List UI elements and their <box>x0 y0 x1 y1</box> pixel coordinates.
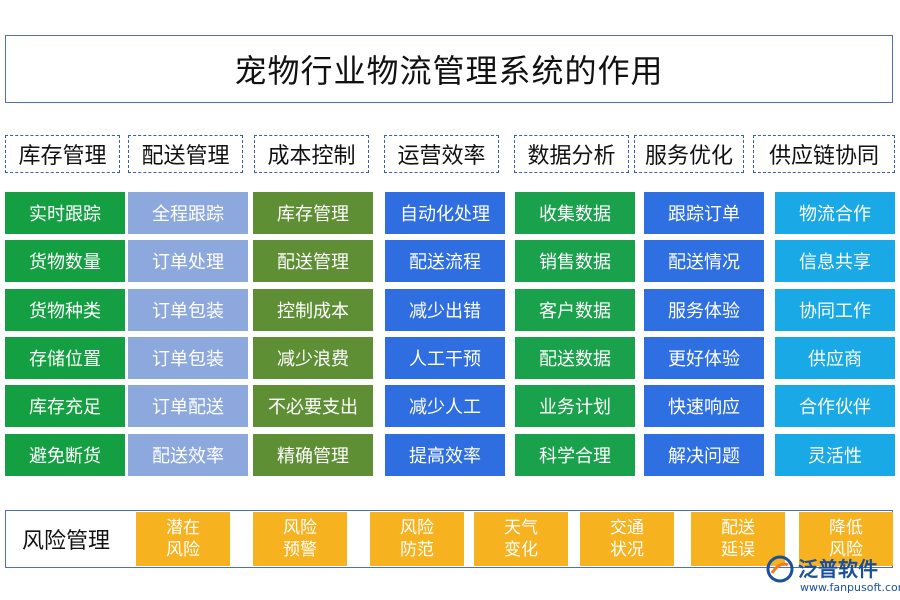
risk-item: 天气 变化 <box>474 512 568 566</box>
logo-name: 泛普软件 <box>798 557 878 581</box>
category-item: 配送效率 <box>128 434 248 476</box>
category-item: 解决问题 <box>644 434 764 476</box>
brand-logo: 泛普软件 www.fanpusoft.com <box>766 551 900 597</box>
category-item: 物流合作 <box>775 192 895 234</box>
category-item: 控制成本 <box>253 289 373 331</box>
category-item: 配送情况 <box>644 240 764 282</box>
category-item: 精确管理 <box>253 434 373 476</box>
logo-mark-icon <box>766 555 794 583</box>
category-item: 订单处理 <box>128 240 248 282</box>
logo-url: www.fanpusoft.com <box>800 581 900 594</box>
risk-item: 交通 状况 <box>580 512 674 566</box>
column-header: 库存管理 <box>5 135 120 173</box>
risk-item: 风险 预警 <box>253 512 347 566</box>
category-item: 科学合理 <box>515 434 635 476</box>
category-item: 销售数据 <box>515 240 635 282</box>
category-item: 订单包装 <box>128 337 248 379</box>
category-item: 减少出错 <box>385 289 505 331</box>
category-item: 减少人工 <box>385 385 505 427</box>
category-item: 避免断货 <box>5 434 125 476</box>
diagram-title: 宠物行业物流管理系统的作用 <box>5 35 893 103</box>
category-item: 配送管理 <box>253 240 373 282</box>
category-item: 提高效率 <box>385 434 505 476</box>
category-item: 库存充足 <box>5 385 125 427</box>
category-item: 存储位置 <box>5 337 125 379</box>
category-item: 订单包装 <box>128 289 248 331</box>
risk-item: 潜在 风险 <box>136 512 230 566</box>
category-item: 配送流程 <box>385 240 505 282</box>
category-item: 更好体验 <box>644 337 764 379</box>
category-item: 收集数据 <box>515 192 635 234</box>
risk-item: 降低 风险 <box>799 512 893 566</box>
risk-management-label: 风险管理 <box>22 529 111 554</box>
category-item: 自动化处理 <box>385 192 505 234</box>
category-item: 订单配送 <box>128 385 248 427</box>
category-item: 全程跟踪 <box>128 192 248 234</box>
category-item: 信息共享 <box>775 240 895 282</box>
category-item: 合作伙伴 <box>775 385 895 427</box>
column-header: 运营效率 <box>384 135 499 173</box>
category-item: 供应商 <box>775 337 895 379</box>
category-item: 货物数量 <box>5 240 125 282</box>
category-item: 跟踪订单 <box>644 192 764 234</box>
category-item: 不必要支出 <box>253 385 373 427</box>
category-item: 库存管理 <box>253 192 373 234</box>
risk-item: 风险 防范 <box>370 512 464 566</box>
column-header: 数据分析 <box>514 135 629 173</box>
column-header: 供应链协同 <box>753 135 895 173</box>
category-item: 快速响应 <box>644 385 764 427</box>
category-item: 人工干预 <box>385 337 505 379</box>
category-item: 货物种类 <box>5 289 125 331</box>
category-item: 协同工作 <box>775 289 895 331</box>
category-item: 业务计划 <box>515 385 635 427</box>
category-item: 灵活性 <box>775 434 895 476</box>
column-header: 配送管理 <box>128 135 243 173</box>
category-item: 客户数据 <box>515 289 635 331</box>
category-item: 配送数据 <box>515 337 635 379</box>
risk-item: 配送 延误 <box>691 512 785 566</box>
category-item: 实时跟踪 <box>5 192 125 234</box>
column-header: 服务优化 <box>634 135 744 173</box>
category-item: 服务体验 <box>644 289 764 331</box>
column-header: 成本控制 <box>254 135 369 173</box>
category-item: 减少浪费 <box>253 337 373 379</box>
